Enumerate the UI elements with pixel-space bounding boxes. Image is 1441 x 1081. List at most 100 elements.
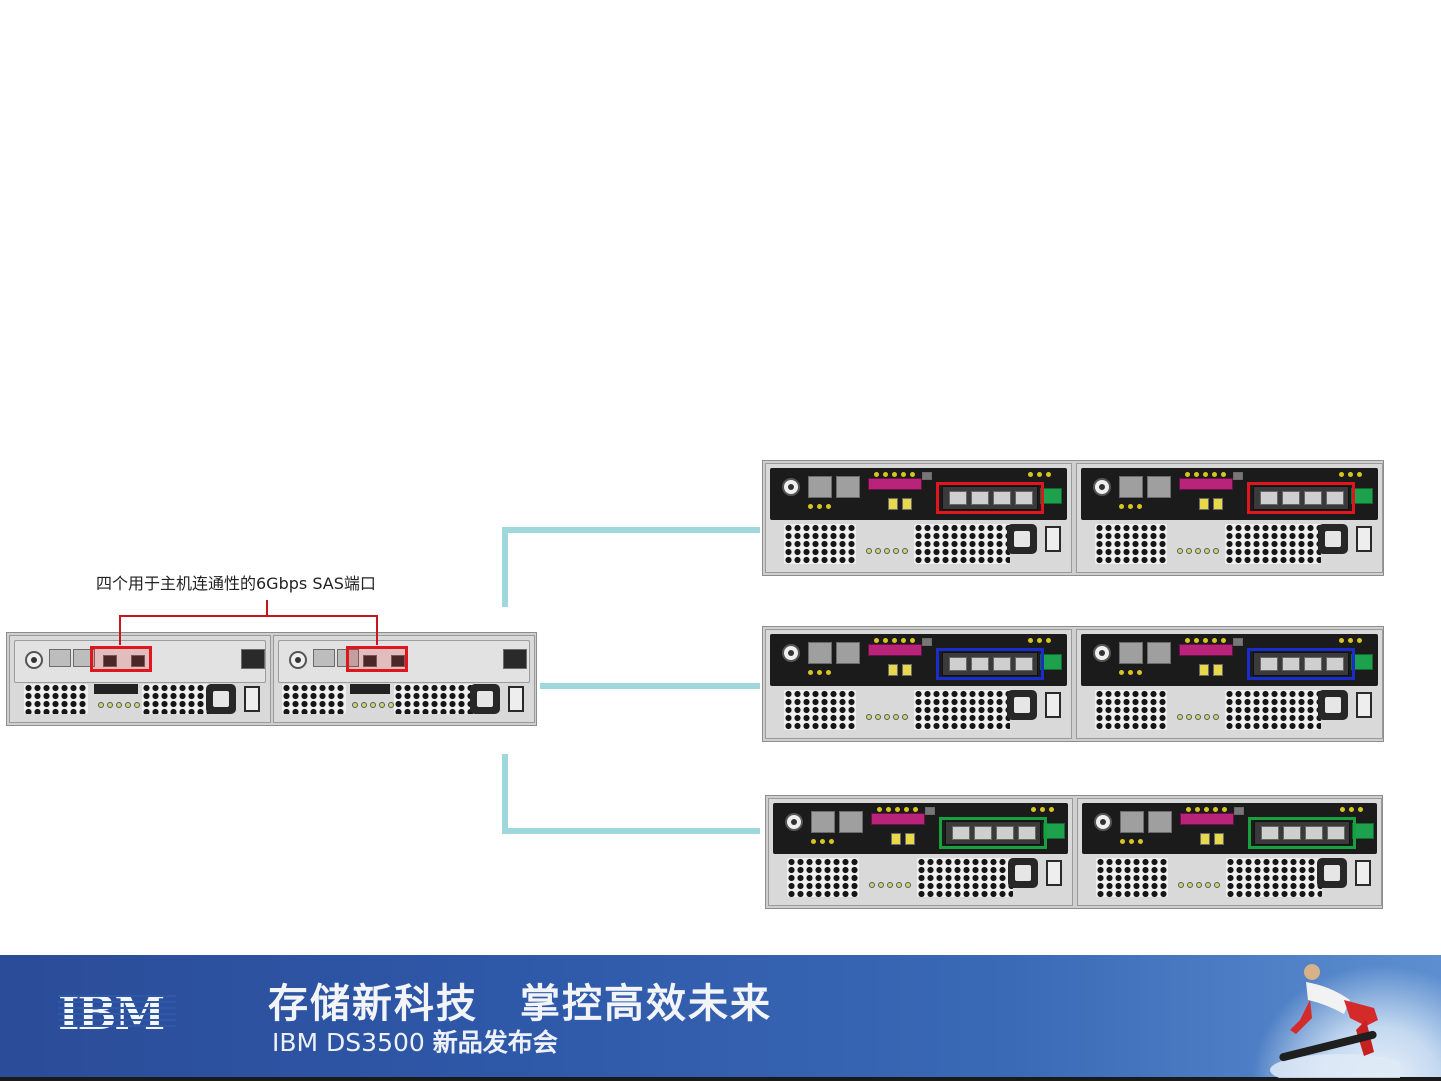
sas-host-port [1260, 491, 1278, 505]
iscsi-host-port [1282, 657, 1300, 671]
controller-label-plate [94, 684, 138, 695]
iscsi-host-port [1015, 657, 1033, 671]
controller-module [765, 463, 1072, 573]
sas-port-highlight [936, 482, 1044, 514]
status-leds [1028, 472, 1051, 478]
power-switch [1045, 526, 1061, 553]
fc-host-port [1327, 826, 1345, 840]
reset-knob-icon [782, 478, 800, 496]
sas-expansion-port [1180, 813, 1234, 825]
sas-host-card-controller [762, 460, 1384, 576]
ethernet-port [1147, 476, 1171, 498]
ethernet-port [73, 649, 95, 667]
connector-to-sas-option [502, 527, 508, 607]
drive-expansion-port [241, 649, 265, 669]
power-supply [206, 682, 262, 716]
ventilation-grille [282, 684, 346, 714]
controller-faceplate [278, 640, 530, 684]
ethernet-port [808, 476, 832, 498]
controller-faceplate [1082, 803, 1377, 854]
power-switch [1045, 692, 1061, 719]
drive-expansion-port [1233, 472, 1243, 480]
sas-expansion-port [1179, 478, 1233, 490]
status-leds [866, 548, 908, 555]
controller-lower-panel [14, 680, 266, 718]
serial-port [902, 498, 912, 510]
status-leds [1119, 504, 1142, 510]
power-supply [1008, 856, 1064, 899]
iscsi-host-interface-card [942, 652, 1038, 676]
reset-knob-icon [289, 651, 307, 669]
power-supply [1318, 522, 1374, 566]
power-switch [1356, 692, 1372, 719]
power-socket-icon [470, 684, 500, 715]
ethernet-port [1120, 811, 1144, 833]
host-card-indicator [1040, 488, 1062, 504]
drive-expansion-port [1233, 638, 1243, 646]
power-socket-icon [1318, 524, 1348, 555]
banner-subtitle: IBM DS3500 新品发布会 [272, 1023, 558, 1059]
sas-expansion-port [868, 644, 922, 656]
serial-port [1199, 664, 1209, 676]
status-leds [1120, 839, 1143, 845]
ibm-logo: IBM [58, 989, 176, 1035]
iscsi-host-port [971, 657, 989, 671]
host-card-indicator [1043, 823, 1065, 839]
footer-banner: IBM 存储新科技 掌控高效未来 IBM DS3500 新品发布会 [0, 955, 1441, 1081]
host-card-indicator [1040, 654, 1062, 670]
sas-ports-annotation: 四个用于主机连通性的6Gbps SAS端口 [96, 574, 376, 593]
serial-port [1213, 498, 1223, 510]
controller-faceplate [1081, 468, 1378, 520]
ventilation-grille [914, 690, 1010, 730]
host-card-indicator [1351, 488, 1373, 504]
annotation-stem [266, 600, 268, 616]
ventilation-grille [24, 684, 88, 714]
controller-lower-panel [770, 520, 1067, 568]
sas-host-interface-card [942, 486, 1038, 510]
ventilation-grille [1096, 858, 1168, 897]
serial-port [1213, 664, 1223, 676]
serial-port [1214, 833, 1224, 845]
fc-host-port [1261, 826, 1279, 840]
connector-to-iscsi-option [540, 683, 760, 689]
drive-expansion-port [922, 472, 932, 480]
iscsi-host-port [993, 657, 1011, 671]
drive-expansion-port [925, 807, 935, 815]
power-supply [470, 682, 526, 716]
ventilation-grille [142, 684, 218, 714]
fc-host-port [1018, 826, 1036, 840]
sas-expansion-port [868, 478, 922, 490]
ventilation-grille [914, 524, 1010, 564]
status-leds [874, 472, 915, 478]
status-leds [1028, 638, 1051, 644]
controller-lower-panel [278, 680, 530, 718]
sas-host-port [363, 655, 377, 667]
status-leds [808, 670, 831, 676]
iscsi-port-highlight [1247, 648, 1355, 680]
ventilation-grille [1225, 524, 1321, 564]
banner-bottom-stripe [0, 1077, 1441, 1081]
ethernet-port [836, 642, 860, 664]
sas-host-port [1326, 491, 1344, 505]
fc-host-port [996, 826, 1014, 840]
reset-knob-icon [1093, 478, 1111, 496]
power-switch [1356, 526, 1372, 553]
connector-to-sas-option [502, 527, 760, 533]
ventilation-grille [1226, 858, 1322, 897]
sas-host-interface-card [1253, 486, 1349, 510]
iscsi-host-card-controller [762, 626, 1384, 742]
drive-expansion-port [1234, 807, 1244, 815]
ventilation-grille [394, 684, 478, 714]
sas-host-port [949, 491, 967, 505]
ethernet-port [1148, 811, 1172, 833]
sas-host-port [971, 491, 989, 505]
host-card-indicator [1351, 654, 1373, 670]
power-supply [1007, 522, 1063, 566]
controller-lower-panel [770, 686, 1067, 734]
serial-port [1200, 833, 1210, 845]
iscsi-host-port [1260, 657, 1278, 671]
controller-faceplate [1081, 634, 1378, 686]
controller-module [1077, 798, 1382, 906]
base-controller-module-b [273, 635, 535, 723]
ventilation-grille [784, 524, 856, 564]
